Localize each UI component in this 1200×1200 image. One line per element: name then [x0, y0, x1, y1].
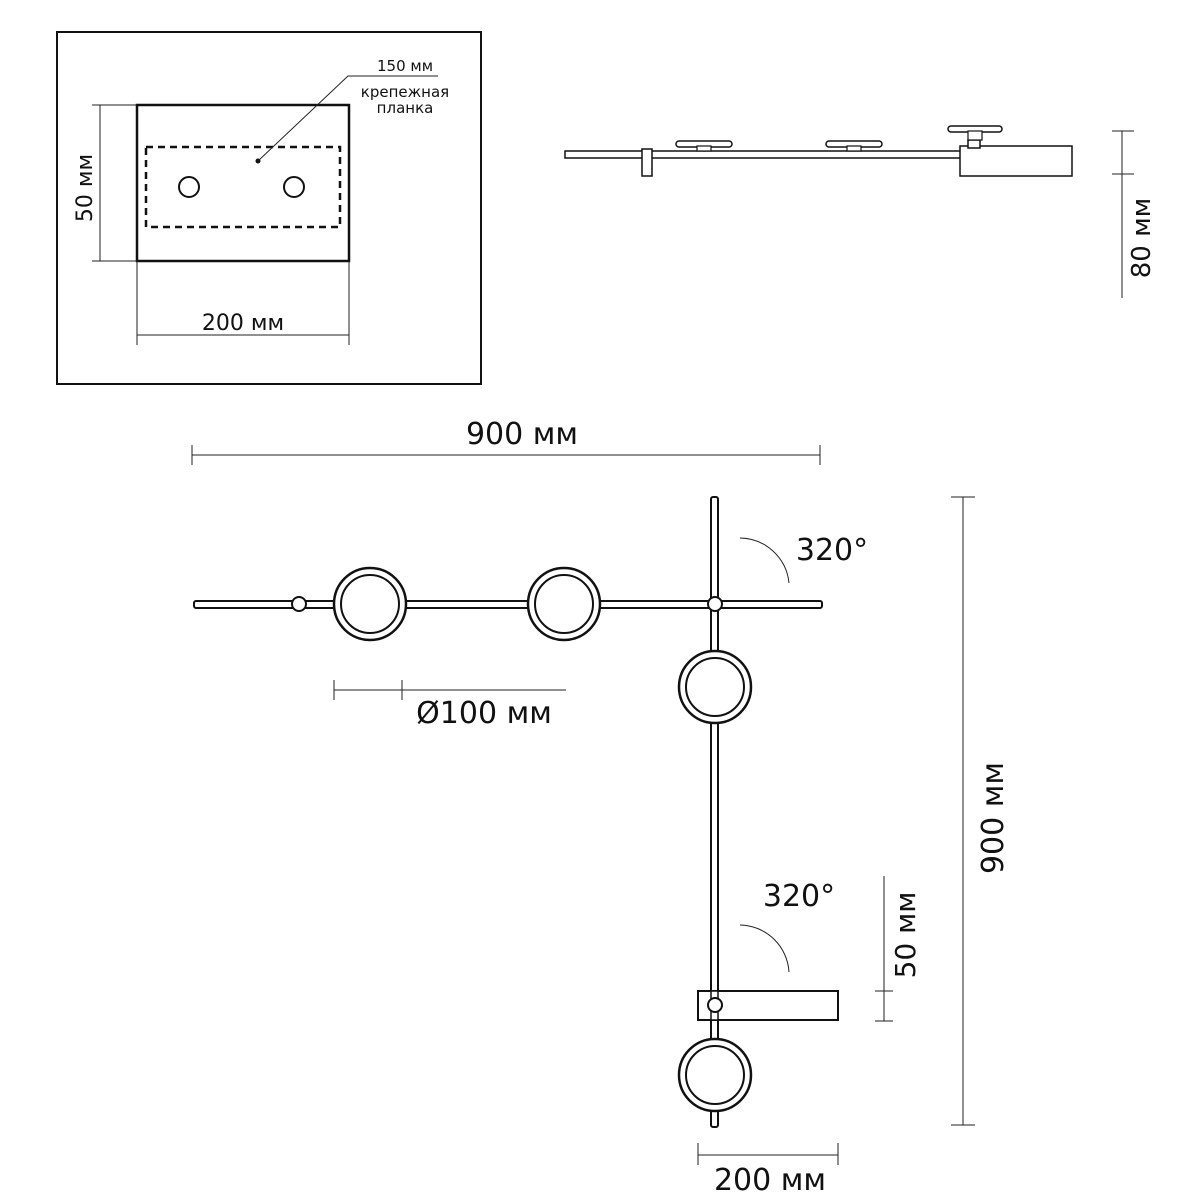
base-width-label: 200 мм [714, 1163, 826, 1198]
side-lamp-3 [947, 125, 1003, 141]
side-lamp-2 [825, 140, 883, 152]
screw-hole-left [178, 176, 200, 198]
bar-connector [291, 596, 307, 612]
plate-width-label: 200 мм [202, 311, 284, 336]
vertical-bar [710, 496, 719, 1128]
bracket-length-label: 150 мм [377, 57, 433, 75]
lamp-4 [677, 1037, 753, 1113]
rotation-bottom-label: 320° [763, 879, 835, 914]
side-height-label: 80 мм [1127, 198, 1157, 279]
lamp-1 [332, 566, 408, 642]
bracket-note-line1: крепежная [361, 83, 449, 101]
bracket-leader-line [257, 75, 438, 162]
lamp-3 [677, 649, 753, 725]
base-height-label: 50 мм [889, 892, 922, 979]
cross-joint [707, 596, 723, 612]
front-view: 900 мм 900 мм [191, 417, 1011, 1198]
horizontal-bar [193, 600, 823, 609]
mounting-bracket [144, 145, 342, 229]
side-clip [641, 148, 653, 177]
rotation-top-label: 320° [796, 533, 868, 568]
side-base [959, 145, 1073, 177]
base-joint [707, 997, 723, 1013]
side-lamp-1 [675, 140, 733, 152]
rotation-arc-top [739, 537, 790, 584]
mount-view: 150 мм крепежная планка 50 мм 200 мм [56, 31, 482, 385]
side-view: 80 мм [564, 125, 1157, 298]
overall-width-label: 900 мм [466, 417, 578, 452]
bracket-note-line2: планка [377, 99, 434, 117]
side-base-joint [967, 139, 981, 149]
lamp-2 [526, 566, 602, 642]
plate-height-label: 50 мм [73, 154, 98, 222]
overall-height-label: 900 мм [976, 762, 1011, 874]
mounting-plate [135, 103, 351, 263]
side-bar [564, 150, 963, 159]
screw-hole-right [283, 176, 305, 198]
lamp-diameter-label: Ø100 мм [416, 696, 552, 731]
rotation-arc-bottom [739, 924, 790, 973]
